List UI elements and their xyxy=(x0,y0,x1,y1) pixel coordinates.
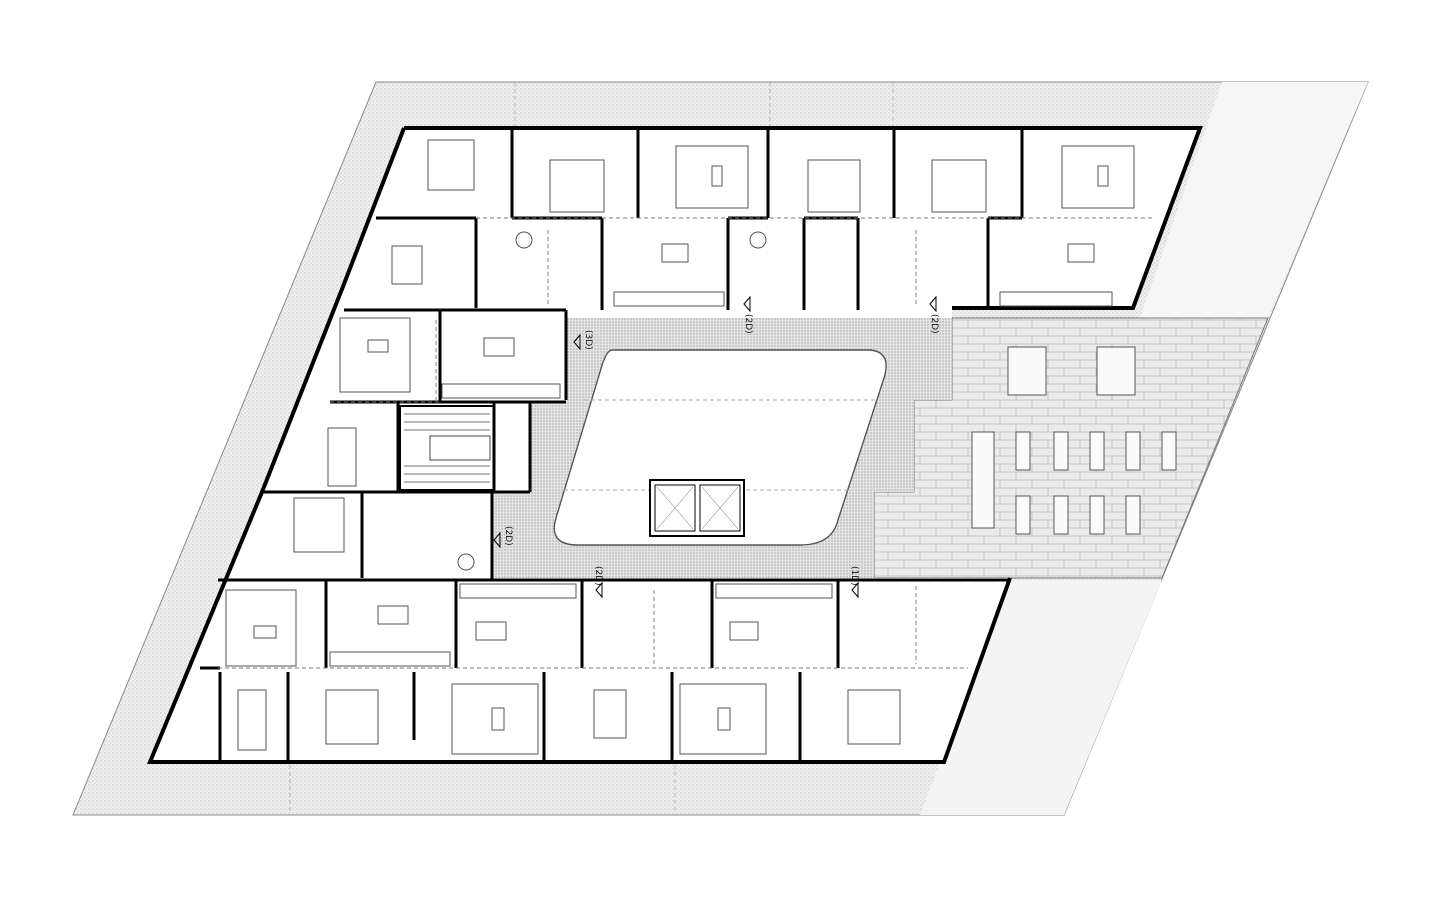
exterior-walls xyxy=(147,126,1203,764)
terrace-furniture xyxy=(971,346,1177,535)
table-icon xyxy=(711,165,723,187)
bed-icon xyxy=(293,497,345,553)
courtyard xyxy=(553,349,887,546)
unit-tags: (2D) (2D) (3D) (2D) (2D) (1D) xyxy=(503,314,939,586)
bed-icon xyxy=(549,159,605,213)
table-icon xyxy=(717,707,731,731)
table-icon xyxy=(491,707,505,731)
sofa-icon xyxy=(675,145,749,209)
table-icon xyxy=(661,243,689,263)
building xyxy=(147,126,1203,764)
bed-icon xyxy=(847,689,901,745)
sofa-icon xyxy=(679,683,767,755)
table-icon xyxy=(729,621,759,641)
elevator-icon xyxy=(649,479,745,537)
door-marker-icon xyxy=(493,295,937,599)
unit-tag-label: (2D) xyxy=(503,526,513,546)
table-icon xyxy=(377,605,409,625)
bed-icon xyxy=(931,159,987,213)
table-icon xyxy=(1097,165,1109,187)
bed-icon xyxy=(807,159,861,213)
bed-icon xyxy=(237,689,267,751)
interior-walls xyxy=(200,130,1024,760)
unit-tag-label: (2D) xyxy=(593,566,603,586)
furniture xyxy=(225,139,1135,755)
sofa-icon xyxy=(1061,145,1135,209)
bed-icon xyxy=(391,245,423,285)
sofa-icon xyxy=(451,683,539,755)
bed-icon xyxy=(327,427,357,487)
unit-tag-label: (3D) xyxy=(583,330,593,350)
bed-icon xyxy=(427,139,475,191)
unit-tag-label: (2D) xyxy=(743,314,753,334)
bed-icon xyxy=(325,689,379,745)
bed-icon xyxy=(593,689,627,739)
sofa-icon xyxy=(339,317,411,393)
table-icon xyxy=(475,621,507,641)
table-icon xyxy=(367,339,389,353)
table-icon xyxy=(1067,243,1095,263)
unit-tag-label: (2D) xyxy=(929,314,939,334)
unit-tag-label: (1D) xyxy=(849,566,859,586)
sofa-icon xyxy=(225,589,297,667)
table-icon xyxy=(483,337,515,357)
table-icon xyxy=(253,625,277,639)
stair-icon xyxy=(399,405,495,491)
